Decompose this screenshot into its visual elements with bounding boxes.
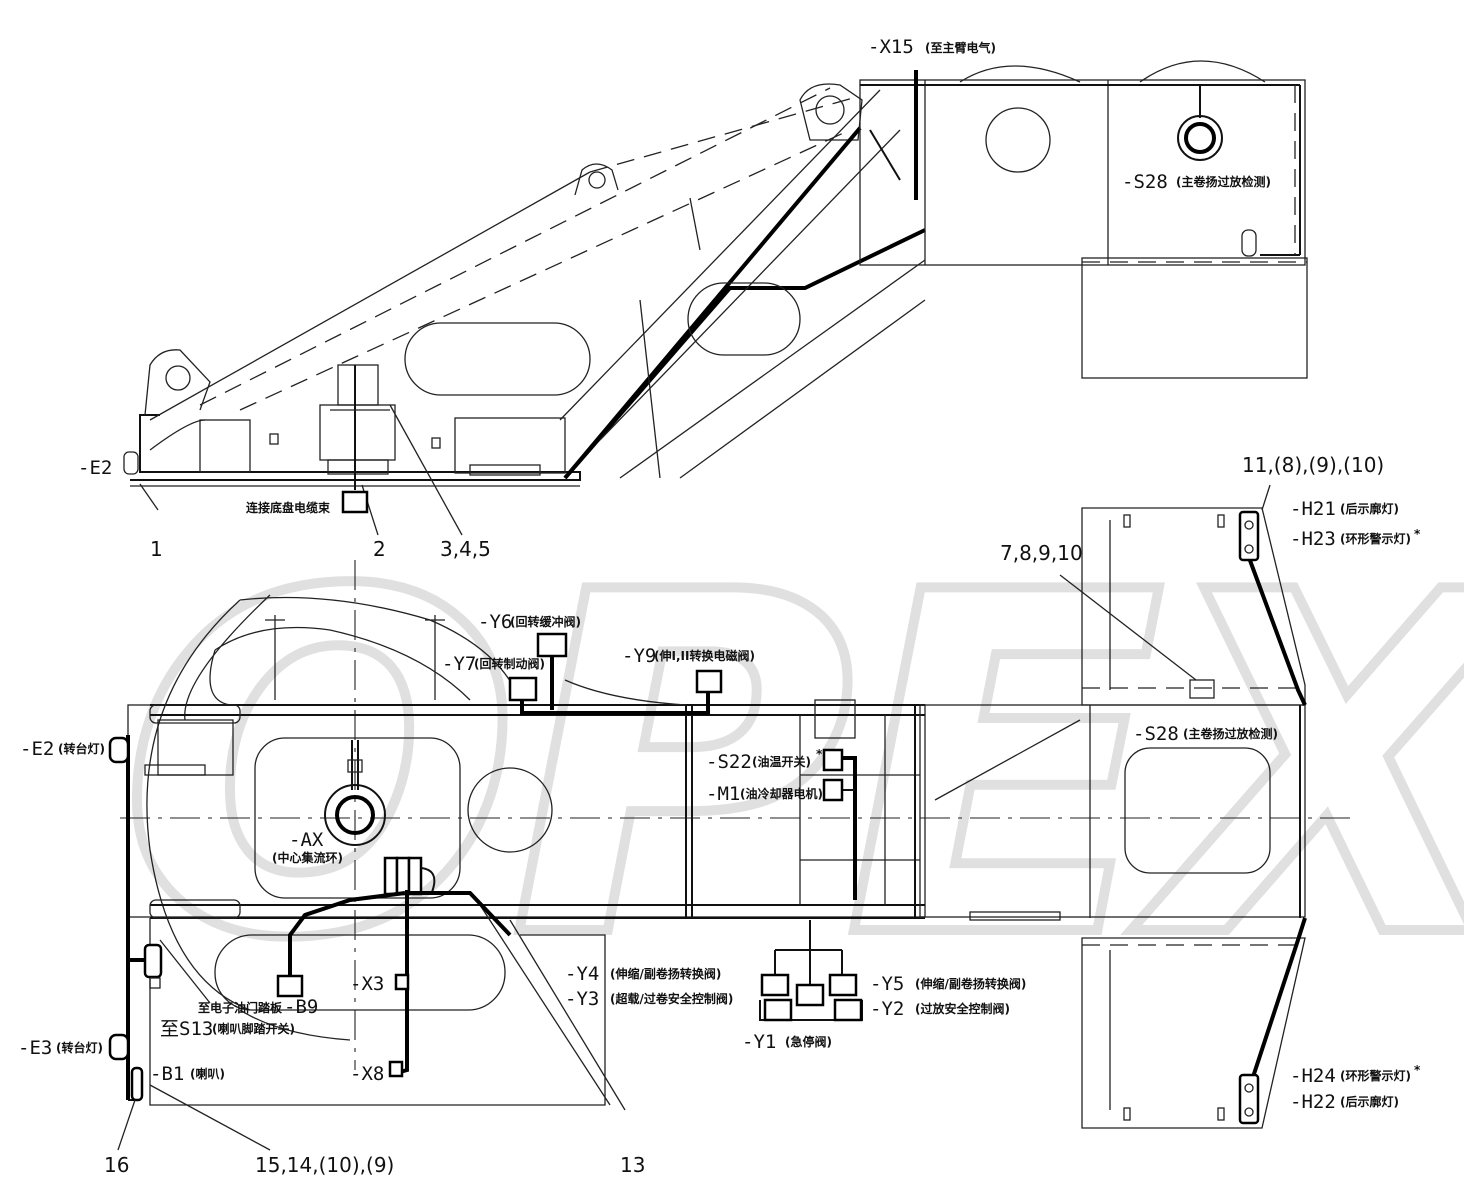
watermark-text: OPEX (120, 494, 1464, 1041)
label-b9-note: 至电子油门踏板 (198, 1000, 283, 1015)
label-y2-note: (过放安全控制阀) (915, 1001, 1010, 1016)
callout-1: 1 (150, 537, 163, 561)
label-b1: -B1 (150, 1063, 184, 1085)
label-y4: -Y4 (565, 963, 599, 985)
label-x8: -X8 (350, 1063, 384, 1085)
label-y2: -Y2 (870, 998, 904, 1020)
label-e3: -E3 (18, 1037, 52, 1059)
connector-y9 (695, 669, 723, 694)
label-s13: 至S13 (160, 1018, 213, 1040)
component-7-8-9-10 (1189, 679, 1215, 699)
label-e2-top: -E2 (78, 457, 112, 479)
label-e3-note: (转台灯) (56, 1040, 103, 1055)
label-y3-note: (超载/过卷安全控制阀) (610, 991, 733, 1006)
connector-x3 (394, 973, 410, 991)
label-x15: -X15 (868, 36, 914, 58)
label-h23: -H23 (1290, 528, 1336, 550)
label-h22-note: (后示廓灯) (1340, 1094, 1399, 1109)
label-chassis-cable: 连接底盘电缆束 (246, 500, 331, 515)
valve-y1 (795, 983, 825, 1007)
callout-11-8-9-10: 11,(8),(9),(10) (1242, 453, 1384, 477)
plan-view-structure (108, 484, 1350, 1151)
label-x15-note: (至主臂电气) (925, 40, 996, 55)
label-ax-note: (中心集流环) (272, 850, 343, 865)
callout-13: 13 (620, 1153, 645, 1177)
label-s13-note: (喇叭脚踏开关) (212, 1021, 295, 1036)
chassis-cable-connector (341, 490, 369, 514)
callout-16: 16 (104, 1153, 129, 1177)
connector-s22 (822, 748, 844, 772)
label-y7: -Y7 (442, 653, 476, 675)
label-m1-note: (油冷却器电机) (740, 786, 823, 801)
label-ax: -AX (289, 829, 324, 851)
callout-2: 2 (373, 537, 386, 561)
label-y3: -Y3 (565, 988, 599, 1010)
label-h21-note: (后示廓灯) (1340, 501, 1399, 516)
label-y6: -Y6 (478, 611, 512, 633)
label-y4-note: (伸缩/副卷扬转换阀) (610, 966, 721, 981)
label-s28-plan: -S28 (1133, 723, 1179, 745)
label-y5-note: (伸缩/副卷扬转换阀) (915, 976, 1026, 991)
label-y9-note: (伸I,II转换电磁阀) (654, 648, 755, 663)
valve-y2 (833, 998, 863, 1022)
label-h24-asterisk: * (1414, 1063, 1421, 1077)
label-h23-note: (环形警示灯) (1340, 531, 1411, 546)
label-h23-asterisk: * (1414, 527, 1421, 541)
top-view-structure (123, 60, 1308, 536)
connector-y7 (508, 676, 538, 702)
label-s28-top: -S28 (1122, 171, 1168, 193)
label-s28-plan-note: (主卷扬过放检测) (1183, 726, 1278, 741)
label-s28-top-note: (主卷扬过放检测) (1176, 174, 1271, 189)
label-s22-asterisk: * (816, 747, 823, 761)
connector-m1 (822, 778, 844, 802)
label-b9: -B9 (284, 996, 318, 1018)
label-y9: -Y9 (622, 645, 656, 667)
label-y7-note: (回转制动阀) (474, 656, 545, 671)
valve-y3 (763, 998, 793, 1022)
connector-y6 (536, 632, 568, 658)
label-b1-note: (喇叭) (190, 1066, 225, 1081)
label-h24-note: (环形警示灯) (1340, 1068, 1411, 1083)
callout-3-4-5: 3,4,5 (440, 537, 491, 561)
label-h22: -H22 (1290, 1091, 1336, 1113)
label-h24: -H24 (1290, 1065, 1336, 1087)
callout-7-8-9-10: 7,8,9,10 (1000, 541, 1083, 565)
callout-15-14-10-9: 15,14,(10),(9) (255, 1153, 394, 1177)
label-e2-plan-note: (转台灯) (58, 741, 105, 756)
label-y1: -Y1 (742, 1031, 776, 1053)
label-s22: -S22 (706, 751, 752, 773)
label-e2-plan: -E2 (20, 738, 54, 760)
label-y6-note: (回转缓冲阀) (510, 614, 581, 629)
label-h21: -H21 (1290, 498, 1336, 520)
valve-y5 (828, 973, 858, 997)
connector-b9 (276, 974, 304, 998)
label-m1: -M1 (706, 783, 740, 805)
label-y5: -Y5 (870, 973, 904, 995)
connector-x8 (388, 1060, 404, 1078)
label-x3: -X3 (350, 973, 384, 995)
valve-y4 (760, 973, 790, 997)
label-y1-note: (急停阀) (785, 1034, 832, 1049)
label-s22-note: (油温开关) (752, 754, 811, 769)
